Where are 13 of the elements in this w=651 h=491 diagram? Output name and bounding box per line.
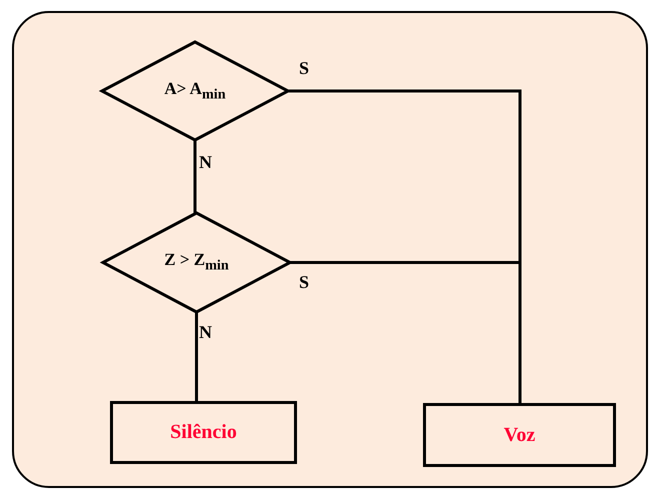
connector-line [290, 261, 522, 403]
process-box [110, 401, 297, 464]
condition-text: A> A$_{min}$ [164, 78, 226, 104]
process-box [423, 403, 616, 467]
box-label: Silêncio [170, 421, 237, 444]
connector-line [195, 312, 198, 401]
edge-label: N [199, 152, 212, 172]
edge-label: N [199, 322, 212, 342]
box-label: Voz [504, 424, 536, 446]
edge-label: S [299, 272, 310, 292]
condition-text: Z > Z$_{min}$ [164, 250, 229, 275]
edge-label: S [299, 58, 310, 78]
connector-line [194, 140, 196, 213]
